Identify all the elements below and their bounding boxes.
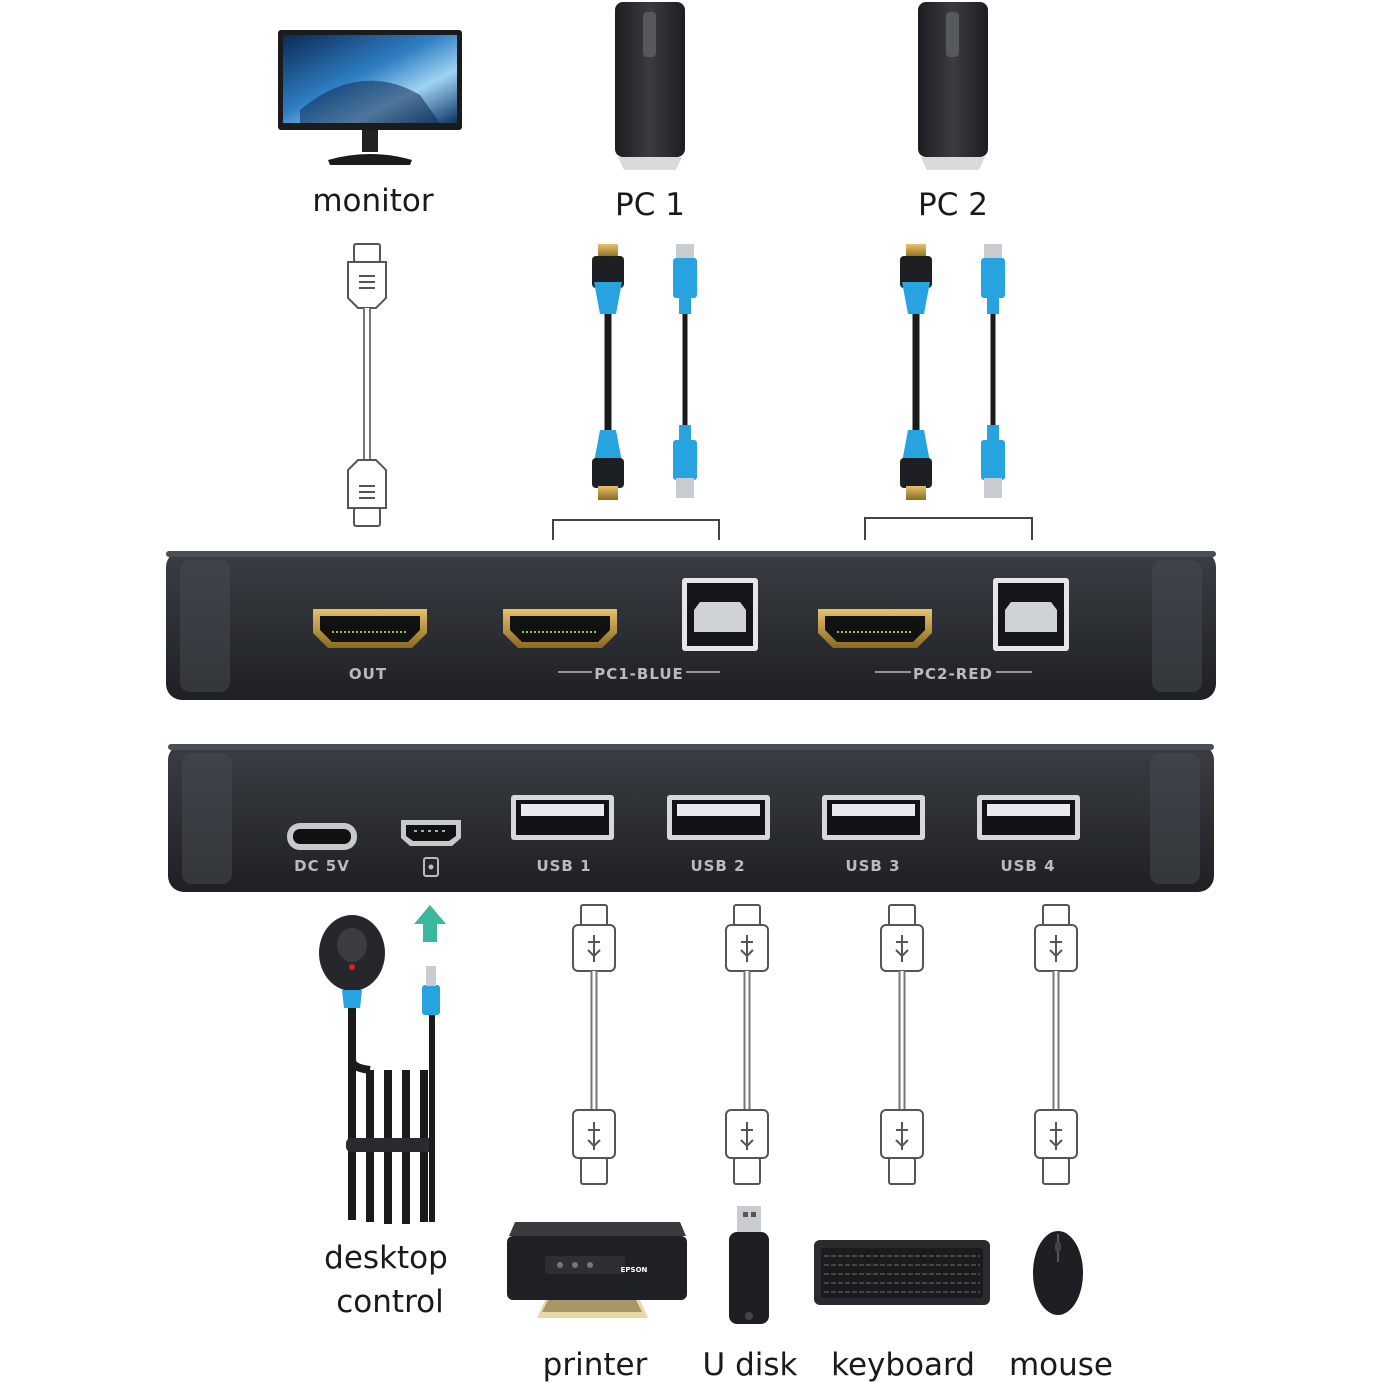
pc1-label: PC 1: [615, 187, 685, 223]
desktop-control-label-line1: desktop: [324, 1240, 448, 1276]
hdmi-pc2-port: [818, 609, 932, 648]
usb-a-port-3: [822, 795, 925, 840]
pc2-port-label: PC2-RED: [913, 665, 993, 683]
mini-usb-port: [401, 820, 461, 846]
usb-b-pc2-port: [993, 578, 1069, 651]
desktop-control-label-line2: control: [336, 1284, 443, 1320]
usb2-label: USB 2: [690, 857, 745, 875]
printer-brand-label: EPSON: [621, 1266, 648, 1274]
keyboard-icon: [814, 1240, 990, 1305]
hdmi-cable-pc1: [592, 244, 624, 500]
usb-cable-printer: [572, 904, 616, 1185]
hdmi-pc1-port: [503, 609, 617, 648]
pc1-bracket: [552, 519, 720, 540]
pc2-bracket: [864, 517, 1033, 540]
hdmi-out-port: [313, 609, 427, 648]
hdmi-cable-pc2: [900, 244, 932, 500]
usb1-label: USB 1: [536, 857, 591, 875]
mouse-icon: [1033, 1231, 1083, 1315]
usb-cable-mouse: [1034, 904, 1078, 1185]
printer-label: printer: [543, 1347, 648, 1382]
pc1-icon: [615, 2, 685, 170]
usb-a-port-2: [667, 795, 770, 840]
usb-a-port-1: [511, 795, 614, 840]
arrow-up-icon: [414, 905, 446, 942]
monitor-label: monitor: [312, 183, 434, 219]
desktop-control-icon: [423, 857, 439, 877]
usb-a-port-4: [977, 795, 1080, 840]
mouse-label: mouse: [1009, 1347, 1113, 1382]
udisk-label: U disk: [703, 1347, 798, 1382]
dc-port-label: DC 5V: [294, 857, 350, 875]
pc2-icon: [918, 2, 988, 170]
usb-cable-udisk: [725, 904, 769, 1185]
out-port-label: OUT: [349, 665, 387, 683]
usb-cable-pc2: [981, 244, 1005, 498]
pc1-port-label: PC1-BLUE: [594, 665, 684, 683]
desktop-control-switch-icon: [319, 915, 440, 1224]
dc-5v-port: [287, 823, 357, 850]
usb-cable-pc1: [673, 244, 697, 498]
hdmi-cable-monitor: [347, 243, 387, 527]
usb3-label: USB 3: [845, 857, 900, 875]
pc2-label: PC 2: [918, 187, 988, 223]
monitor-icon: [278, 30, 462, 165]
usb-b-pc1-port: [682, 578, 758, 651]
udisk-icon: [729, 1206, 769, 1324]
keyboard-label: keyboard: [831, 1347, 975, 1382]
usb-cable-keyboard: [880, 904, 924, 1185]
printer-icon: [507, 1222, 687, 1318]
usb4-label: USB 4: [1000, 857, 1055, 875]
